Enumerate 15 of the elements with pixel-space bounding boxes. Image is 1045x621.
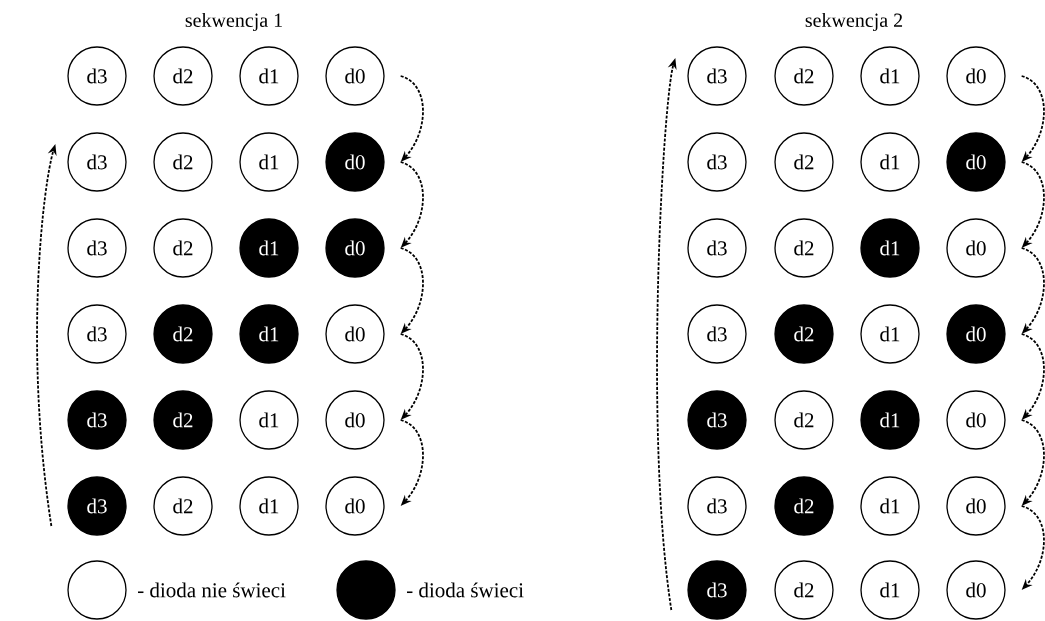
dashed-arrow bbox=[399, 75, 424, 162]
dashed-arrow bbox=[1020, 247, 1045, 334]
dashed-arrow bbox=[399, 247, 424, 334]
dashed-arrow bbox=[399, 161, 424, 248]
dashed-arrow bbox=[399, 333, 424, 420]
dashed-arrow bbox=[399, 419, 424, 506]
dashed-arrow bbox=[1020, 333, 1045, 420]
sequence-title: sekwencja 1 bbox=[185, 12, 282, 32]
dashed-arrow bbox=[1020, 161, 1045, 248]
dashed-arrow bbox=[1020, 505, 1045, 590]
sequence-title: sekwencja 2 bbox=[805, 12, 903, 32]
legend-text: - dioda nie świeci bbox=[138, 582, 286, 598]
dashed-arrow bbox=[1020, 75, 1045, 162]
dashed-arrow bbox=[1020, 419, 1045, 506]
legend-text: - dioda świeci bbox=[407, 582, 524, 598]
